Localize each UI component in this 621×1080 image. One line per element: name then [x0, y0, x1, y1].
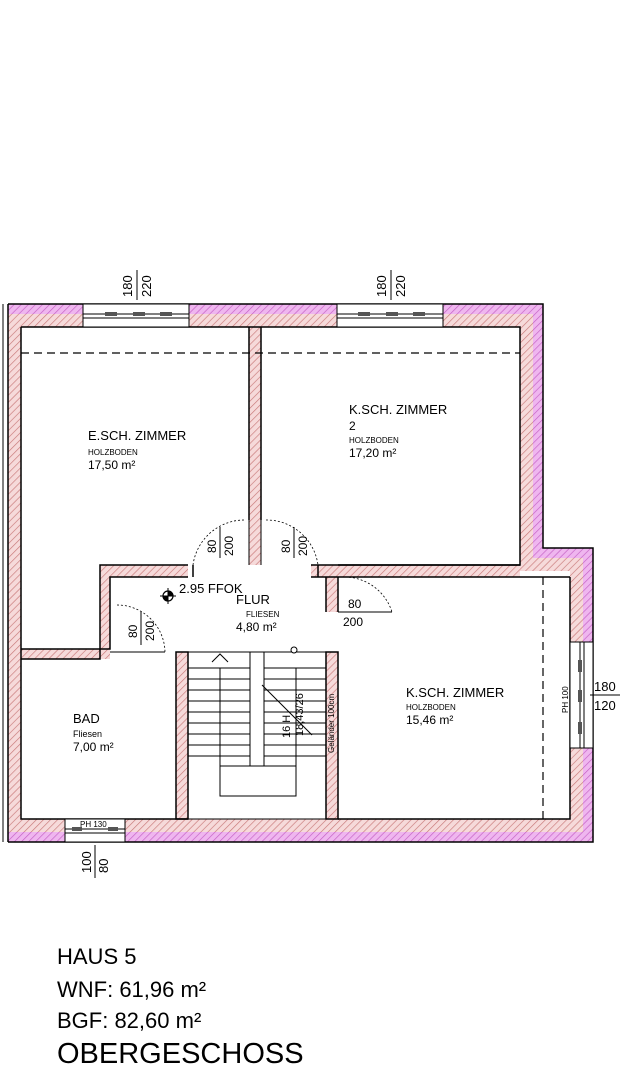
window-height: 220: [139, 275, 154, 297]
room-floor: HOLZBODEN: [88, 448, 138, 457]
door-bad: [110, 604, 166, 653]
door-height: 200: [143, 621, 157, 641]
stair-steps: 16 H: [281, 715, 293, 738]
room-floor: HOLZBODEN: [406, 703, 456, 712]
room-floor: HOLZBODEN: [349, 436, 399, 445]
room-area: 4,80 m²: [236, 620, 277, 634]
window-height: 120: [594, 698, 616, 713]
room-area: 17,50 m²: [88, 458, 135, 472]
door-dimension-k-sch-2: 80 200: [279, 527, 310, 558]
room-k-sch-zimmer-2: K.SCH. ZIMMER 2 HOLZBODEN 17,20 m²: [349, 402, 447, 460]
door-width: 80: [279, 539, 293, 553]
room-name: K.SCH. ZIMMER: [349, 402, 447, 417]
window-height: 220: [393, 275, 408, 297]
room-number: 2: [349, 419, 356, 433]
floor-name: OBERGESCHOSS: [57, 1038, 304, 1070]
window-width: 180: [594, 679, 616, 694]
level-label: 2.95 FFOK: [179, 581, 243, 596]
stair-treads: [188, 667, 326, 757]
window-width: 180: [374, 275, 389, 297]
stair-railing: Geländer 100cm: [327, 694, 336, 753]
door-height: 200: [343, 615, 363, 629]
window-top-right: [336, 303, 444, 328]
door-width: 80: [348, 597, 362, 611]
door-k-sch-zimmer-2: [260, 519, 319, 577]
door-dimension-e-sch: 80 200: [205, 527, 236, 558]
door-dimension-bad: 80 200: [126, 612, 157, 645]
bgf-label: BGF: 82,60 m²: [57, 1008, 202, 1033]
room-name: BAD: [73, 711, 100, 726]
room-floor: Fliesen: [73, 729, 102, 739]
window-parapet: PH 130: [80, 820, 107, 829]
room-name: K.SCH. ZIMMER: [406, 685, 504, 700]
door-width: 80: [205, 539, 219, 553]
window-right: [569, 641, 594, 749]
ceiling-lines: [21, 352, 544, 819]
window-width: 100: [79, 851, 94, 873]
window-height: 80: [96, 859, 111, 873]
window-dimension-top-right: 180 220: [374, 270, 408, 300]
window-parapet: PH 100: [561, 686, 570, 713]
door-dimension-k-sch-3: 80 200: [340, 597, 372, 629]
window-dimension-bottom: 100 80 PH 130: [79, 820, 111, 878]
stair: [187, 646, 327, 820]
room-name: FLUR: [236, 592, 270, 607]
window-dimension-right: 180 120 PH 100: [561, 679, 620, 713]
room-area: 17,20 m²: [349, 446, 396, 460]
stair-dimension: 18,43/26: [294, 693, 306, 736]
window-top-left: [82, 303, 190, 328]
room-bad: BAD Fliesen 7,00 m²: [73, 711, 114, 754]
room-k-sch-zimmer-3: K.SCH. ZIMMER HOLZBODEN 15,46 m²: [406, 685, 504, 727]
door-height: 200: [296, 536, 310, 556]
window-dimension-top-left: 180 220: [120, 270, 154, 300]
door-e-sch-zimmer: [192, 519, 250, 577]
window-width: 180: [120, 275, 135, 297]
door-height: 200: [222, 536, 236, 556]
room-flur: FLUR FLIESEN 4,80 m²: [236, 592, 280, 634]
room-name: E.SCH. ZIMMER: [88, 428, 186, 443]
room-area: 7,00 m²: [73, 740, 114, 754]
door-k-sch-zimmer-3: [338, 576, 393, 613]
level-marker-icon: [160, 588, 176, 604]
room-floor: FLIESEN: [246, 610, 280, 619]
house-label: HAUS 5: [57, 944, 137, 969]
door-width: 80: [126, 624, 140, 638]
wnf-label: WNF: 61,96 m²: [57, 977, 207, 1002]
window-bottom: [64, 818, 126, 843]
room-area: 15,46 m²: [406, 713, 453, 727]
interior-walls: [21, 327, 520, 819]
room-e-sch-zimmer: E.SCH. ZIMMER HOLZBODEN 17,50 m²: [88, 428, 186, 472]
